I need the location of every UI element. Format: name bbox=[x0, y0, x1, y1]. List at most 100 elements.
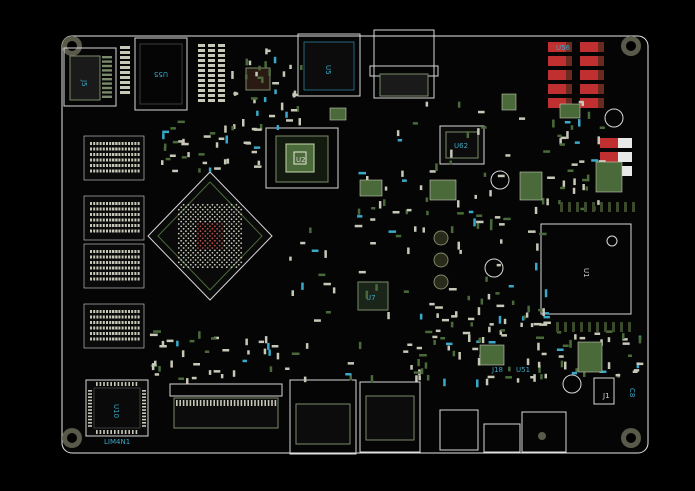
memory-ball bbox=[121, 250, 124, 253]
memory-ball bbox=[96, 255, 99, 259]
memory-ball bbox=[93, 261, 96, 264]
memory-ball bbox=[128, 229, 130, 233]
bga-ball bbox=[233, 230, 235, 233]
bga-ball bbox=[209, 230, 211, 233]
smd-passive bbox=[487, 293, 491, 300]
bga-ball bbox=[216, 223, 219, 225]
smd-passive bbox=[314, 319, 321, 322]
qfp-pin bbox=[124, 382, 127, 386]
bga-ball bbox=[206, 227, 209, 230]
bga-ball bbox=[225, 261, 228, 264]
smd-passive bbox=[597, 200, 600, 205]
j5-pin bbox=[102, 60, 112, 63]
bga-ball bbox=[221, 242, 223, 245]
memory-ball bbox=[115, 272, 118, 275]
smd-passive bbox=[457, 212, 464, 215]
smd-passive bbox=[564, 361, 567, 370]
bga-ball bbox=[211, 227, 214, 230]
bga-ball bbox=[189, 249, 192, 252]
bga-ball bbox=[235, 227, 238, 230]
smd-passive bbox=[632, 370, 638, 373]
bga-ball bbox=[199, 220, 202, 223]
memory-ball bbox=[124, 321, 127, 324]
smd-passive bbox=[429, 302, 435, 306]
capacitor-red bbox=[600, 138, 618, 148]
memory-ball bbox=[131, 321, 134, 324]
memory-ball bbox=[137, 153, 140, 156]
smd-passive bbox=[214, 167, 221, 170]
memory-ball bbox=[106, 213, 108, 216]
memory-ball bbox=[99, 169, 102, 173]
smd-passive bbox=[248, 60, 252, 66]
smd-passive bbox=[449, 160, 452, 165]
smd-passive bbox=[354, 224, 363, 228]
bga-ball bbox=[225, 223, 228, 225]
smd-passive bbox=[403, 350, 409, 353]
smd-passive bbox=[291, 352, 300, 355]
memory-ball bbox=[109, 169, 112, 173]
memory-ball bbox=[109, 142, 112, 145]
memory-ball bbox=[118, 147, 121, 151]
smd-passive bbox=[280, 102, 284, 111]
memory-ball bbox=[112, 213, 115, 216]
smd-passive bbox=[539, 232, 547, 236]
smd-passive bbox=[535, 262, 538, 271]
smd-passive bbox=[503, 318, 507, 325]
bga-ball bbox=[211, 261, 214, 264]
bga-ball bbox=[189, 230, 192, 233]
passive-pad bbox=[208, 79, 215, 82]
smd-passive bbox=[198, 168, 201, 173]
resistor-stripe bbox=[604, 322, 607, 332]
bga-ball bbox=[209, 254, 211, 257]
bga-ball bbox=[197, 227, 199, 230]
fpc-pin bbox=[186, 400, 188, 406]
bga-ball bbox=[237, 235, 240, 237]
bga-ball bbox=[194, 211, 197, 213]
smd-passive bbox=[425, 101, 429, 107]
memory-ball bbox=[109, 272, 112, 275]
fpc-pin bbox=[203, 400, 205, 406]
smd-passive bbox=[232, 370, 236, 377]
memory-ball bbox=[102, 169, 105, 173]
bga-ball bbox=[237, 230, 240, 233]
memory-ball bbox=[134, 250, 137, 253]
bga-ball bbox=[237, 259, 240, 261]
smd-passive bbox=[426, 210, 429, 216]
memory-ball bbox=[128, 169, 130, 173]
bga-ball bbox=[240, 208, 243, 211]
memory-ball bbox=[118, 255, 121, 259]
smd-passive bbox=[574, 334, 577, 340]
capacitor-end bbox=[566, 84, 572, 94]
smd-passive bbox=[242, 119, 245, 127]
memory-ball bbox=[131, 332, 134, 335]
j5-pin bbox=[102, 91, 112, 94]
smd-passive bbox=[303, 376, 307, 383]
passive-pad bbox=[198, 94, 205, 97]
memory-ball bbox=[90, 142, 92, 145]
smd-passive bbox=[541, 197, 545, 205]
smd-passive bbox=[547, 176, 555, 179]
memory-ball bbox=[115, 153, 118, 156]
memory-ball bbox=[96, 158, 99, 162]
capacitor-red bbox=[548, 56, 566, 66]
fpc-pin bbox=[227, 400, 229, 406]
smd-passive bbox=[282, 71, 286, 77]
bga-ball bbox=[218, 244, 221, 247]
qfp-pin bbox=[142, 396, 146, 398]
smd-passive bbox=[383, 199, 386, 206]
memory-ball bbox=[106, 261, 108, 264]
smd-passive bbox=[528, 230, 536, 233]
bga-ball bbox=[225, 232, 228, 235]
memory-ball bbox=[99, 153, 102, 156]
bga-ball bbox=[235, 223, 238, 225]
smd-passive bbox=[268, 69, 271, 76]
smd-passive bbox=[267, 342, 270, 350]
memory-ball bbox=[128, 147, 130, 151]
smd-passive bbox=[276, 352, 280, 360]
memory-ball bbox=[124, 337, 127, 341]
smd-passive bbox=[181, 156, 187, 159]
bga-ball bbox=[185, 225, 187, 228]
memory-ball bbox=[137, 250, 140, 253]
memory-ball bbox=[90, 218, 92, 222]
